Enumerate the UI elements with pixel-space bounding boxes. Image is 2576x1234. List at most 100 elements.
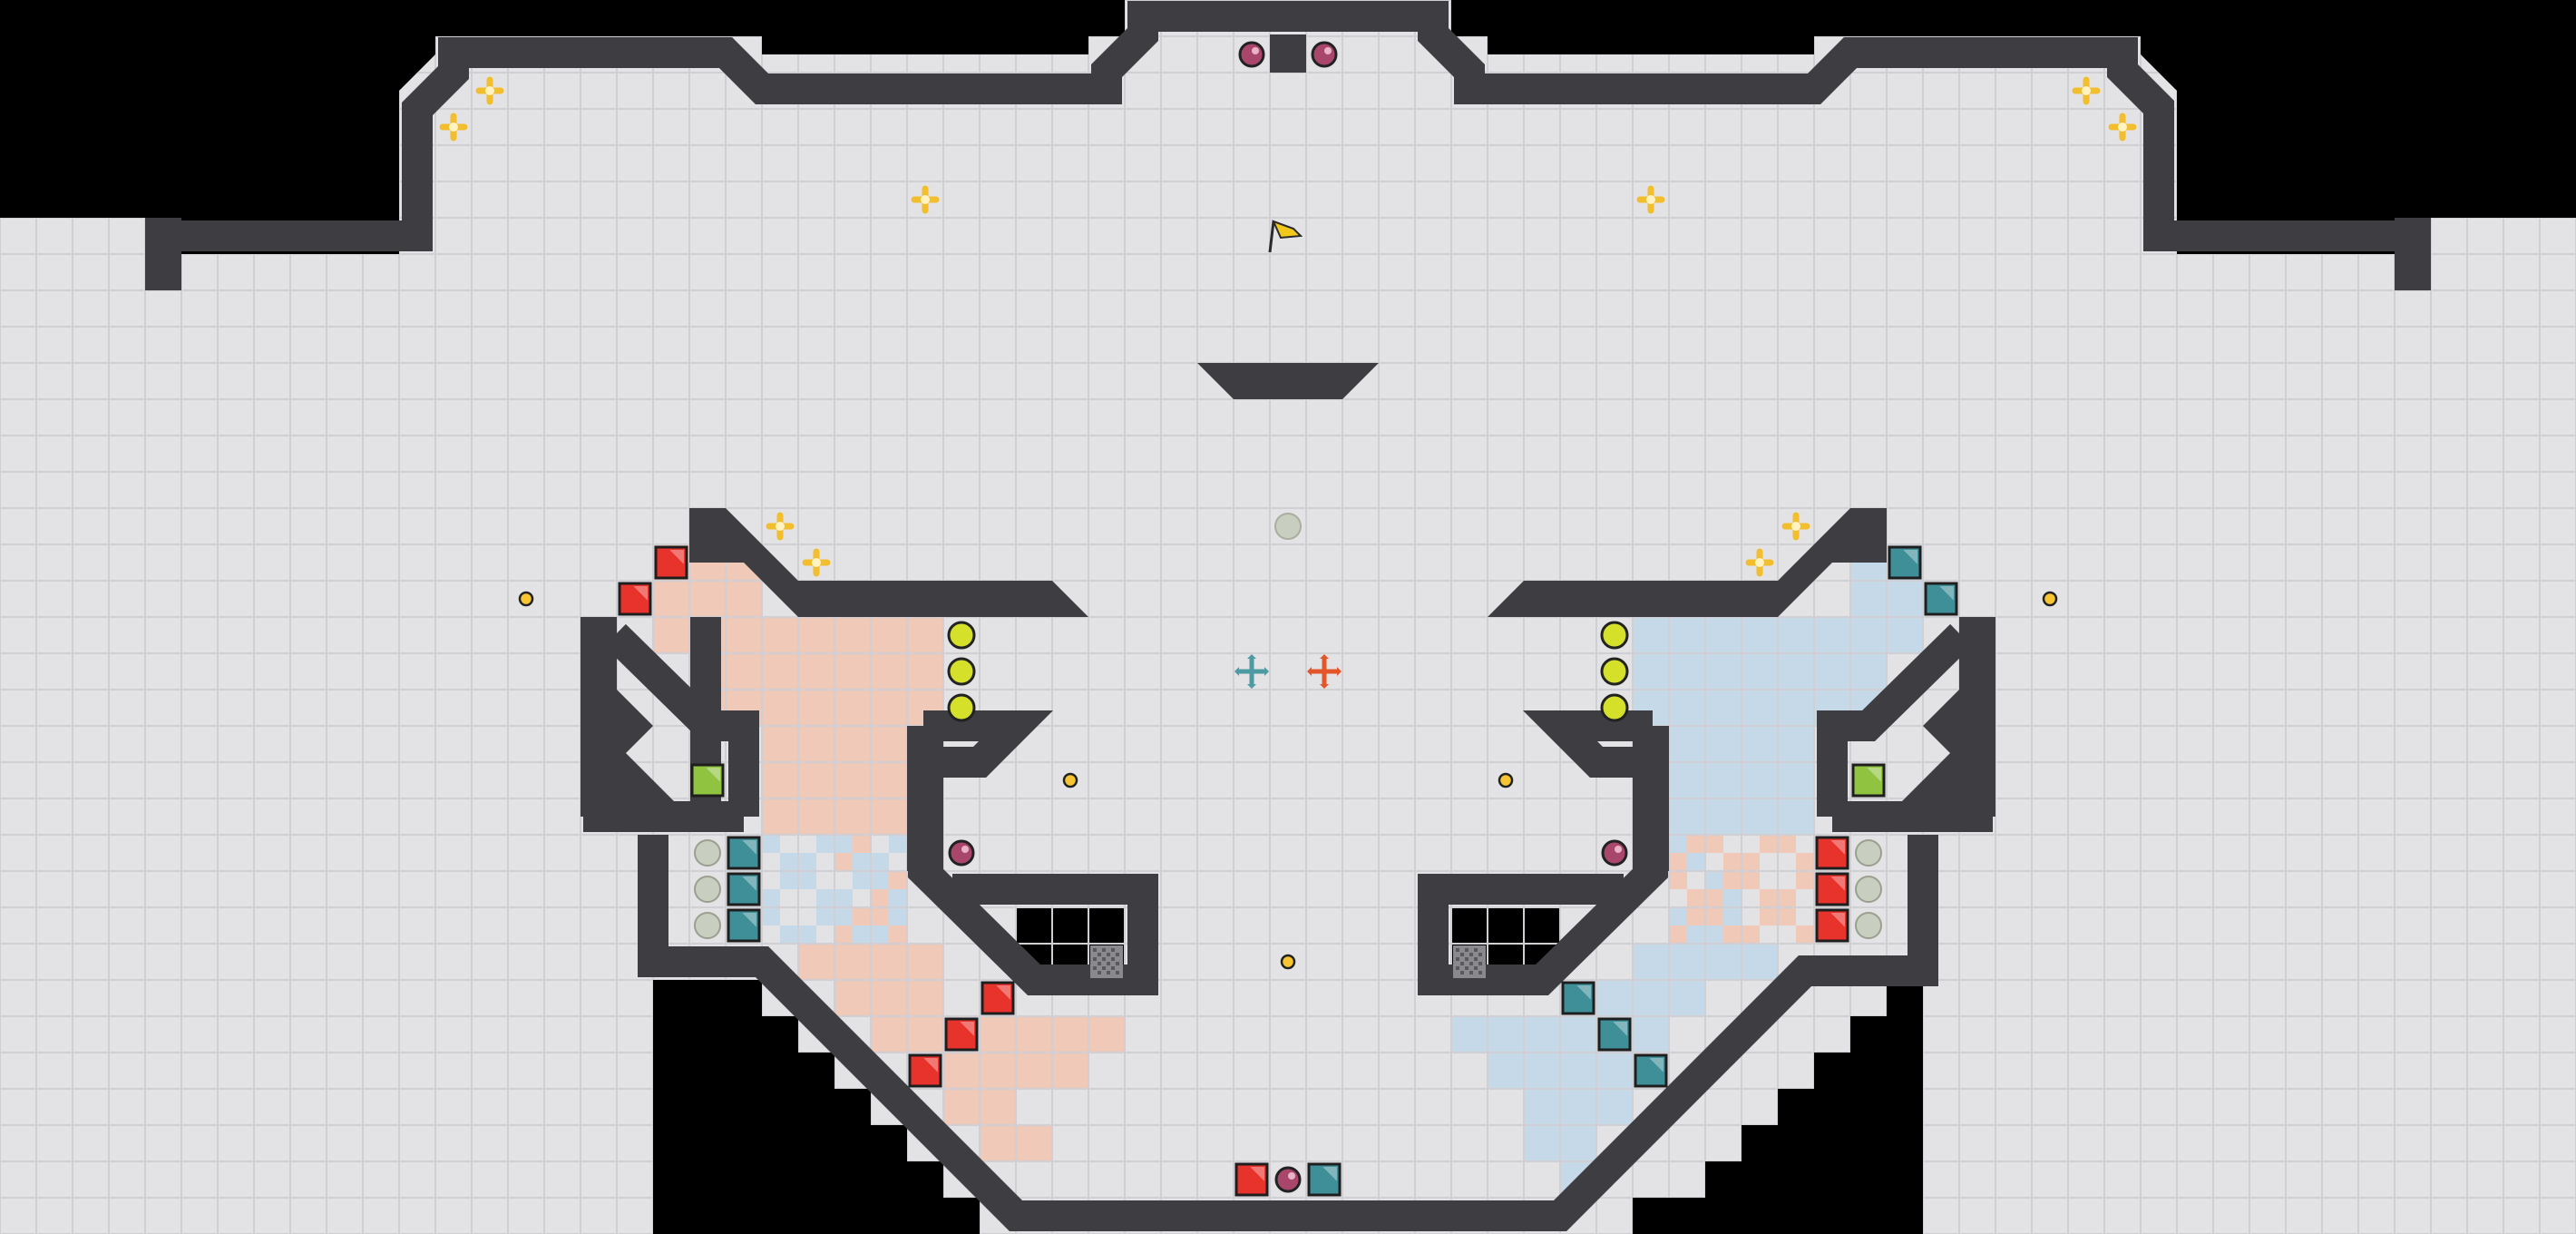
block-shine xyxy=(1830,840,1845,855)
yellow-switch-button[interactable] xyxy=(1600,657,1629,686)
coin-icon[interactable] xyxy=(1280,954,1296,970)
red-block[interactable] xyxy=(1815,836,1849,870)
blue-zone-cell xyxy=(1705,617,1742,653)
flag-pole xyxy=(1268,220,1275,253)
block-body xyxy=(618,582,652,616)
teal-block[interactable] xyxy=(727,872,761,906)
gem-icon[interactable] xyxy=(1601,839,1628,867)
red-block[interactable] xyxy=(981,981,1015,1015)
red-block[interactable] xyxy=(1234,1162,1269,1197)
red-zone-cell xyxy=(943,1053,980,1089)
spark-core xyxy=(1646,195,1655,204)
spark-core xyxy=(2118,122,2127,132)
block-shine xyxy=(742,877,756,891)
teal-block[interactable] xyxy=(1888,545,1922,580)
gem-icon[interactable] xyxy=(1311,41,1338,68)
coin-icon[interactable] xyxy=(1498,772,1514,788)
coin-icon[interactable] xyxy=(1062,772,1078,788)
teal-block[interactable] xyxy=(1634,1053,1668,1088)
gem-icon[interactable] xyxy=(1274,1166,1302,1193)
vent-hole xyxy=(1107,953,1110,956)
blue-checker-cell xyxy=(871,871,889,889)
blue-zone-cell xyxy=(1669,762,1705,798)
block-body xyxy=(1815,908,1849,943)
vent-hole xyxy=(1460,953,1464,956)
yellow-switch-button[interactable] xyxy=(947,693,976,722)
red-block[interactable] xyxy=(1815,872,1849,906)
red-block[interactable] xyxy=(908,1053,942,1088)
red-zone-cell xyxy=(762,762,798,798)
teal-block[interactable] xyxy=(1307,1162,1342,1197)
yellow-switch-button[interactable] xyxy=(1600,621,1629,650)
gem-icon[interactable] xyxy=(1238,41,1265,68)
yellow-switch-button[interactable] xyxy=(1600,693,1629,722)
goal-flag-icon[interactable] xyxy=(1268,220,1303,253)
teal-block[interactable] xyxy=(1924,582,1958,616)
red-checker-cell xyxy=(1669,926,1687,944)
spark-core xyxy=(1755,558,1764,567)
red-zone-cell xyxy=(798,944,834,980)
red-block[interactable] xyxy=(944,1017,979,1052)
red-zone-cell xyxy=(980,1016,1016,1053)
blue-zone-cell xyxy=(1560,1016,1596,1053)
red-block[interactable] xyxy=(654,545,688,580)
red-zone-cell xyxy=(798,726,834,762)
gray-switch-button[interactable] xyxy=(1855,839,1882,867)
gem-icon[interactable] xyxy=(948,839,975,867)
teal-block[interactable] xyxy=(1561,981,1595,1015)
block-body xyxy=(1851,763,1886,798)
blue-zone-cell xyxy=(1850,617,1887,653)
blue-zone-cell xyxy=(1778,690,1814,726)
gem-body xyxy=(948,839,975,867)
gem-body xyxy=(1601,839,1628,867)
yellow-switch-button[interactable] xyxy=(947,621,976,650)
gray-switch-button[interactable] xyxy=(694,912,721,939)
block-body xyxy=(1597,1017,1632,1052)
red-checker-cell xyxy=(1796,871,1814,889)
green-block[interactable] xyxy=(1851,763,1886,798)
red-zone-cell xyxy=(653,617,689,653)
blue-zone-cell xyxy=(1705,653,1742,690)
blue-zone-cell xyxy=(1705,690,1742,726)
green-block[interactable] xyxy=(690,763,725,798)
gray-switch-button[interactable] xyxy=(1855,912,1882,939)
teal-block[interactable] xyxy=(727,908,761,943)
vent-hole xyxy=(1469,971,1473,974)
red-zone-cell xyxy=(907,980,943,1016)
red-zone-cell xyxy=(762,653,798,690)
blue-zone-cell xyxy=(1742,617,1778,653)
red-zone-cell xyxy=(980,1125,1016,1161)
red-checker-cell xyxy=(1778,907,1796,926)
red-block[interactable] xyxy=(618,582,652,616)
vent-hole xyxy=(1474,966,1478,970)
red-checker-cell xyxy=(1705,835,1723,853)
center-switch-button[interactable] xyxy=(1274,513,1302,540)
teal-block[interactable] xyxy=(727,836,761,870)
red-checker-cell xyxy=(1778,889,1796,907)
coin-icon[interactable] xyxy=(2042,591,2058,607)
blue-zone-cell xyxy=(1887,581,1923,617)
red-block[interactable] xyxy=(1815,908,1849,943)
yellow-switch-button[interactable] xyxy=(947,657,976,686)
gray-switch-button[interactable] xyxy=(694,839,721,867)
block-shine xyxy=(742,913,756,927)
vent-hole xyxy=(1102,948,1106,952)
teal-block[interactable] xyxy=(1597,1017,1632,1052)
coin-icon[interactable] xyxy=(518,591,534,607)
wall-left-diag xyxy=(604,623,759,817)
blue-zone-cell xyxy=(1742,944,1778,980)
entity-layer[interactable] xyxy=(439,41,2137,1197)
block-body xyxy=(1561,981,1595,1015)
block-shine xyxy=(1830,877,1845,891)
red-zone-cell xyxy=(798,690,834,726)
blue-checker-cell xyxy=(889,835,907,853)
vent-hole xyxy=(1465,957,1469,961)
gray-switch-button[interactable] xyxy=(694,876,721,903)
red-zone-cell xyxy=(907,944,943,980)
blue-checker-cell xyxy=(834,835,853,853)
spawn-teal-icon xyxy=(1234,654,1269,689)
red-checker-cell xyxy=(1796,926,1814,944)
red-zone-cell xyxy=(798,617,834,653)
gray-switch-button[interactable] xyxy=(1855,876,1882,903)
